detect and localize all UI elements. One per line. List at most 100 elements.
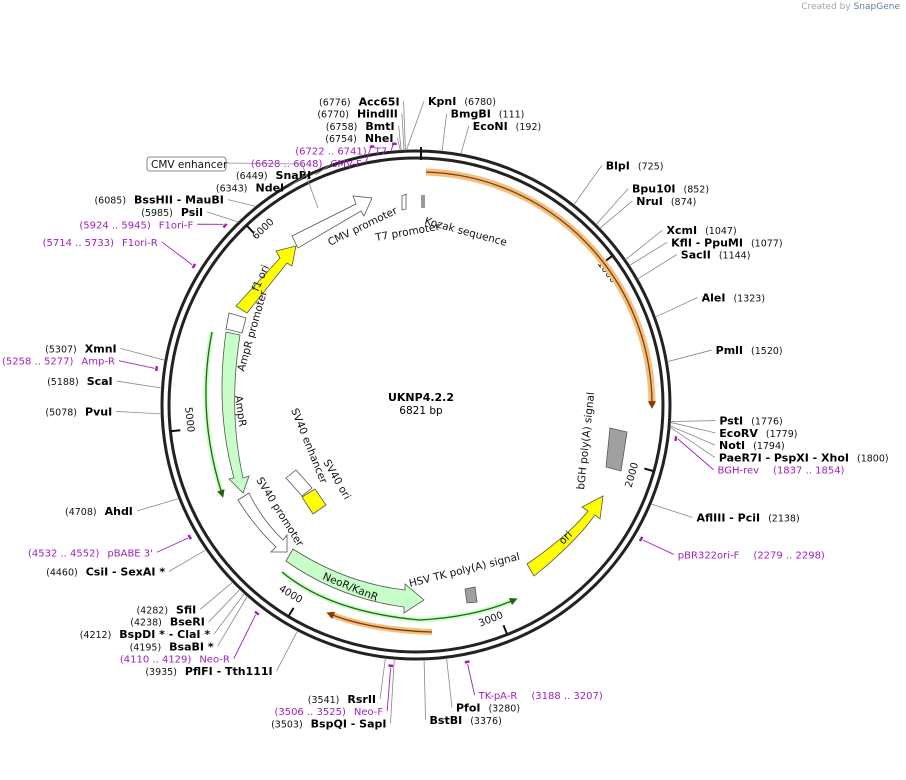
primer-label[interactable]: (3506 .. 3525)Neo-F <box>274 707 383 718</box>
enzyme-label[interactable]: PstI(1776) <box>719 415 782 428</box>
enzyme-position: (3280) <box>488 704 520 715</box>
primer-leader <box>161 241 193 266</box>
orf-arc-top-strand <box>425 171 656 409</box>
enzyme-label[interactable]: (4212)BspDI * - ClaI * <box>80 628 211 641</box>
enzyme-label[interactable]: (4195)BsaBI * <box>130 640 214 653</box>
primer-label[interactable]: BGH-rev(1837 .. 1854) <box>718 466 845 477</box>
enzyme-name: KpnI <box>428 95 456 108</box>
primer-name: T7 <box>374 146 387 157</box>
enzyme-label[interactable]: BmgBI(111) <box>451 108 525 121</box>
enzyme-name: EcoNI <box>473 120 508 133</box>
enzyme-label[interactable]: BlpI(725) <box>606 159 664 172</box>
enzyme-label[interactable]: PaeR7I - PspXI - XhoI(1800) <box>719 451 889 464</box>
primer-label[interactable]: (5924 .. 5945)F1ori-F <box>79 220 193 231</box>
enzyme-position: (6776) <box>319 97 351 108</box>
enzyme-label[interactable]: SacII(1144) <box>681 249 751 262</box>
enzyme-label[interactable]: (6776)Acc65I <box>319 95 400 108</box>
enzyme-leader <box>207 211 239 223</box>
enzyme-label[interactable]: NotI(1794) <box>719 439 785 452</box>
enzyme-label[interactable]: AflIII - PciI(2138) <box>696 511 799 524</box>
enzyme-position: (6770) <box>317 110 349 121</box>
primer-label[interactable]: (5714 .. 5733)F1ori-R <box>43 238 158 249</box>
enzyme-label[interactable]: KflI - PpuMI(1077) <box>671 236 782 249</box>
enzyme-label[interactable]: (4460)CsiI - SexAI * <box>46 565 165 578</box>
enzyme-label[interactable]: (5188)ScaI <box>47 375 113 388</box>
enzyme-name: BstBI <box>430 714 463 727</box>
enzyme-label[interactable]: (6770) HindIII <box>317 108 398 121</box>
enzyme-label[interactable]: (6343)NdeI <box>216 181 284 194</box>
enzyme-label[interactable]: PfoI(3280) <box>456 702 520 715</box>
primer-label[interactable]: (5258 .. 5277)Amp-R <box>2 357 115 368</box>
f1-ori-arrow <box>235 245 297 314</box>
enzyme-position: (6758) <box>326 122 358 133</box>
primer-sites: BGH-rev(1837 .. 1854) pBR322ori-F(2279 ..… <box>2 141 845 718</box>
enzyme-name: RsrII <box>347 693 376 706</box>
enzyme-position: (4708) <box>65 507 97 518</box>
enzyme-name: BsaBI * <box>169 640 214 653</box>
strand-arc-bottom-line <box>281 571 518 621</box>
enzyme-label[interactable]: (5078)PvuI <box>45 405 112 418</box>
primer-range: (4110 .. 4129) <box>120 655 192 666</box>
enzyme-label[interactable]: (6449)SnaBI <box>236 169 311 182</box>
enzyme-label[interactable]: (5985)PsiI <box>141 206 203 219</box>
enzyme-label[interactable]: (3503)BspQI - SapI <box>271 717 386 730</box>
enzyme-label[interactable]: (4238)BseRI <box>130 616 205 629</box>
enzyme-name: BssHII - MauBI <box>134 194 224 207</box>
primer-label[interactable]: pBR322ori-F(2279 .. 2298) <box>678 550 825 561</box>
enzyme-leader <box>116 411 162 415</box>
enzyme-label[interactable]: (3935)PflFI - Tth111I <box>145 665 272 678</box>
primer-label[interactable]: (6628 .. 6648)CMV-F <box>251 159 362 170</box>
primer-label[interactable]: (4110 .. 4129)Neo-R <box>120 655 230 666</box>
primer-binding-mark <box>674 436 678 442</box>
hsv-tk-polya-box <box>464 586 478 604</box>
enzyme-position: (111) <box>499 110 525 121</box>
enzyme-label[interactable]: (5307)XmnI <box>45 342 116 355</box>
enzyme-position: (5985) <box>141 208 173 219</box>
primer-name: Amp-R <box>81 357 115 368</box>
enzyme-position: (1323) <box>733 294 765 305</box>
enzyme-name: NheI <box>365 132 394 145</box>
enzyme-name: HindIII <box>357 108 398 121</box>
enzyme-label[interactable]: (4282)SfiI <box>136 603 196 616</box>
enzyme-label[interactable]: KpnI(6780) <box>428 95 496 108</box>
enzyme-name: XmnI <box>85 342 117 355</box>
sv40-ori-box <box>301 488 327 515</box>
enzyme-label[interactable]: (6758) BmtI <box>326 120 395 133</box>
enzyme-label[interactable]: XcmI(1047) <box>667 224 737 237</box>
enzyme-leader <box>401 113 405 151</box>
primer-range: (4532 .. 4552) <box>28 548 100 559</box>
enzyme-label[interactable]: EcoNI(192) <box>473 120 541 133</box>
enzyme-label[interactable]: (4708)AhdI <box>65 505 133 518</box>
primer-range: (3506 .. 3525) <box>274 707 346 718</box>
enzyme-name: EcoRV <box>719 427 758 440</box>
enzyme-label[interactable]: PmlI(1520) <box>716 344 783 357</box>
primer-label[interactable]: TK-pA-R(3188 .. 3207) <box>478 691 603 702</box>
enzyme-label[interactable]: (3541)RsrII <box>308 693 376 706</box>
enzyme-name: BmtI <box>365 120 394 133</box>
enzyme-name: Bpu10I <box>632 183 676 196</box>
enzyme-label[interactable]: (6754)NheI <box>325 132 393 145</box>
enzyme-leader <box>423 659 426 720</box>
cmv-promoter-arrow <box>291 195 373 249</box>
enzyme-label[interactable]: AleI(1323) <box>702 292 765 305</box>
primer-label[interactable]: (4532 .. 4552)pBABE 3' <box>28 548 153 559</box>
enzyme-leader <box>398 125 402 151</box>
primer-range: (6628 .. 6648) <box>251 159 323 170</box>
neor-kanr-arrow <box>285 548 425 614</box>
enzyme-leader <box>276 630 298 672</box>
primer-binding-mark <box>191 263 197 269</box>
enzyme-name: PflFI - Tth111I <box>185 665 273 678</box>
enzyme-label[interactable]: EcoRV(1779) <box>719 427 797 440</box>
primer-label[interactable]: (6722 .. 6741)T7 <box>295 146 387 157</box>
enzyme-leader <box>116 380 162 389</box>
enzyme-leader <box>637 254 678 280</box>
primer-leader <box>118 360 155 369</box>
enzyme-label[interactable]: (6085)BssHII - MauBI <box>94 194 223 207</box>
enzyme-name: BlpI <box>606 159 630 172</box>
enzyme-name: BseRI <box>170 616 205 629</box>
enzyme-label[interactable]: BstBI(3376) <box>430 714 502 727</box>
enzyme-leader <box>287 173 308 188</box>
enzyme-label[interactable]: NruI(874) <box>636 195 696 208</box>
enzyme-label[interactable]: Bpu10I(852) <box>632 183 709 196</box>
enzyme-name: PstI <box>719 415 743 428</box>
